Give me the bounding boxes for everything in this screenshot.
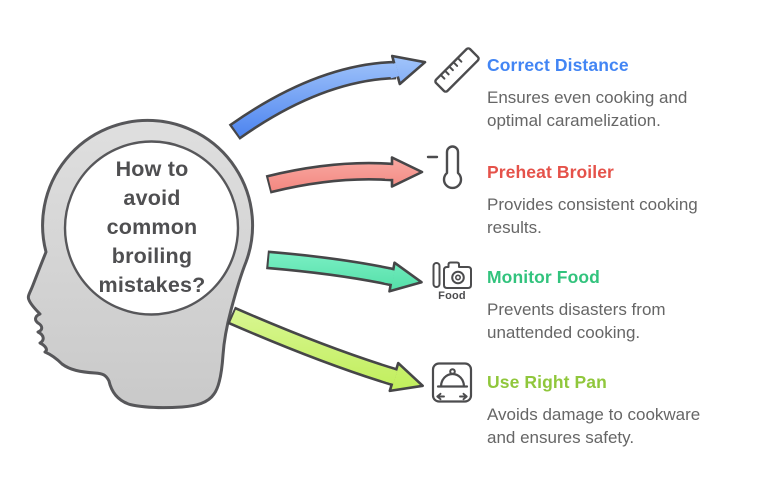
arrow-use-right-pan: [227, 306, 425, 393]
food-icon-caption: Food: [438, 290, 466, 302]
arrow-preheat-broiler: [265, 156, 424, 194]
food-camera-icon: [432, 261, 472, 289]
item-row-monitor-food: Monitor Food Prevents disasters from una…: [487, 267, 737, 344]
question-line: avoid: [123, 186, 181, 210]
head-silhouette: [26, 118, 255, 410]
arrow-correct-distance: [228, 54, 427, 140]
question-line: common: [106, 215, 198, 239]
thermometer-icon: [426, 145, 463, 190]
item-row-correct-distance: Correct Distance Ensures even cooking an…: [487, 55, 737, 132]
question-line: How to: [115, 157, 189, 181]
item-title: Correct Distance: [487, 55, 629, 75]
central-question: How to avoid common broiling mistakes?: [42, 155, 262, 300]
item-description: Provides consistent cooking results.: [487, 195, 698, 237]
item-title: Use Right Pan: [487, 372, 607, 392]
item-title: Preheat Broiler: [487, 162, 614, 182]
arrow-monitor-food: [266, 250, 423, 293]
item-row-preheat-broiler: Preheat Broiler Provides consistent cook…: [487, 162, 737, 239]
ruler-icon: [434, 47, 480, 93]
item-description: Ensures even cooking and optimal caramel…: [487, 88, 688, 130]
thought-circle: [63, 140, 240, 316]
item-description: Avoids damage to cookware and ensures sa…: [487, 405, 701, 447]
question-line: mistakes?: [98, 273, 206, 297]
item-title: Monitor Food: [487, 267, 600, 287]
question-line: broiling: [111, 244, 193, 268]
serving-pan-icon: [431, 362, 473, 403]
item-description: Prevents disasters from unattended cooki…: [487, 300, 666, 342]
item-row-use-right-pan: Use Right Pan Avoids damage to cookware …: [487, 372, 737, 449]
